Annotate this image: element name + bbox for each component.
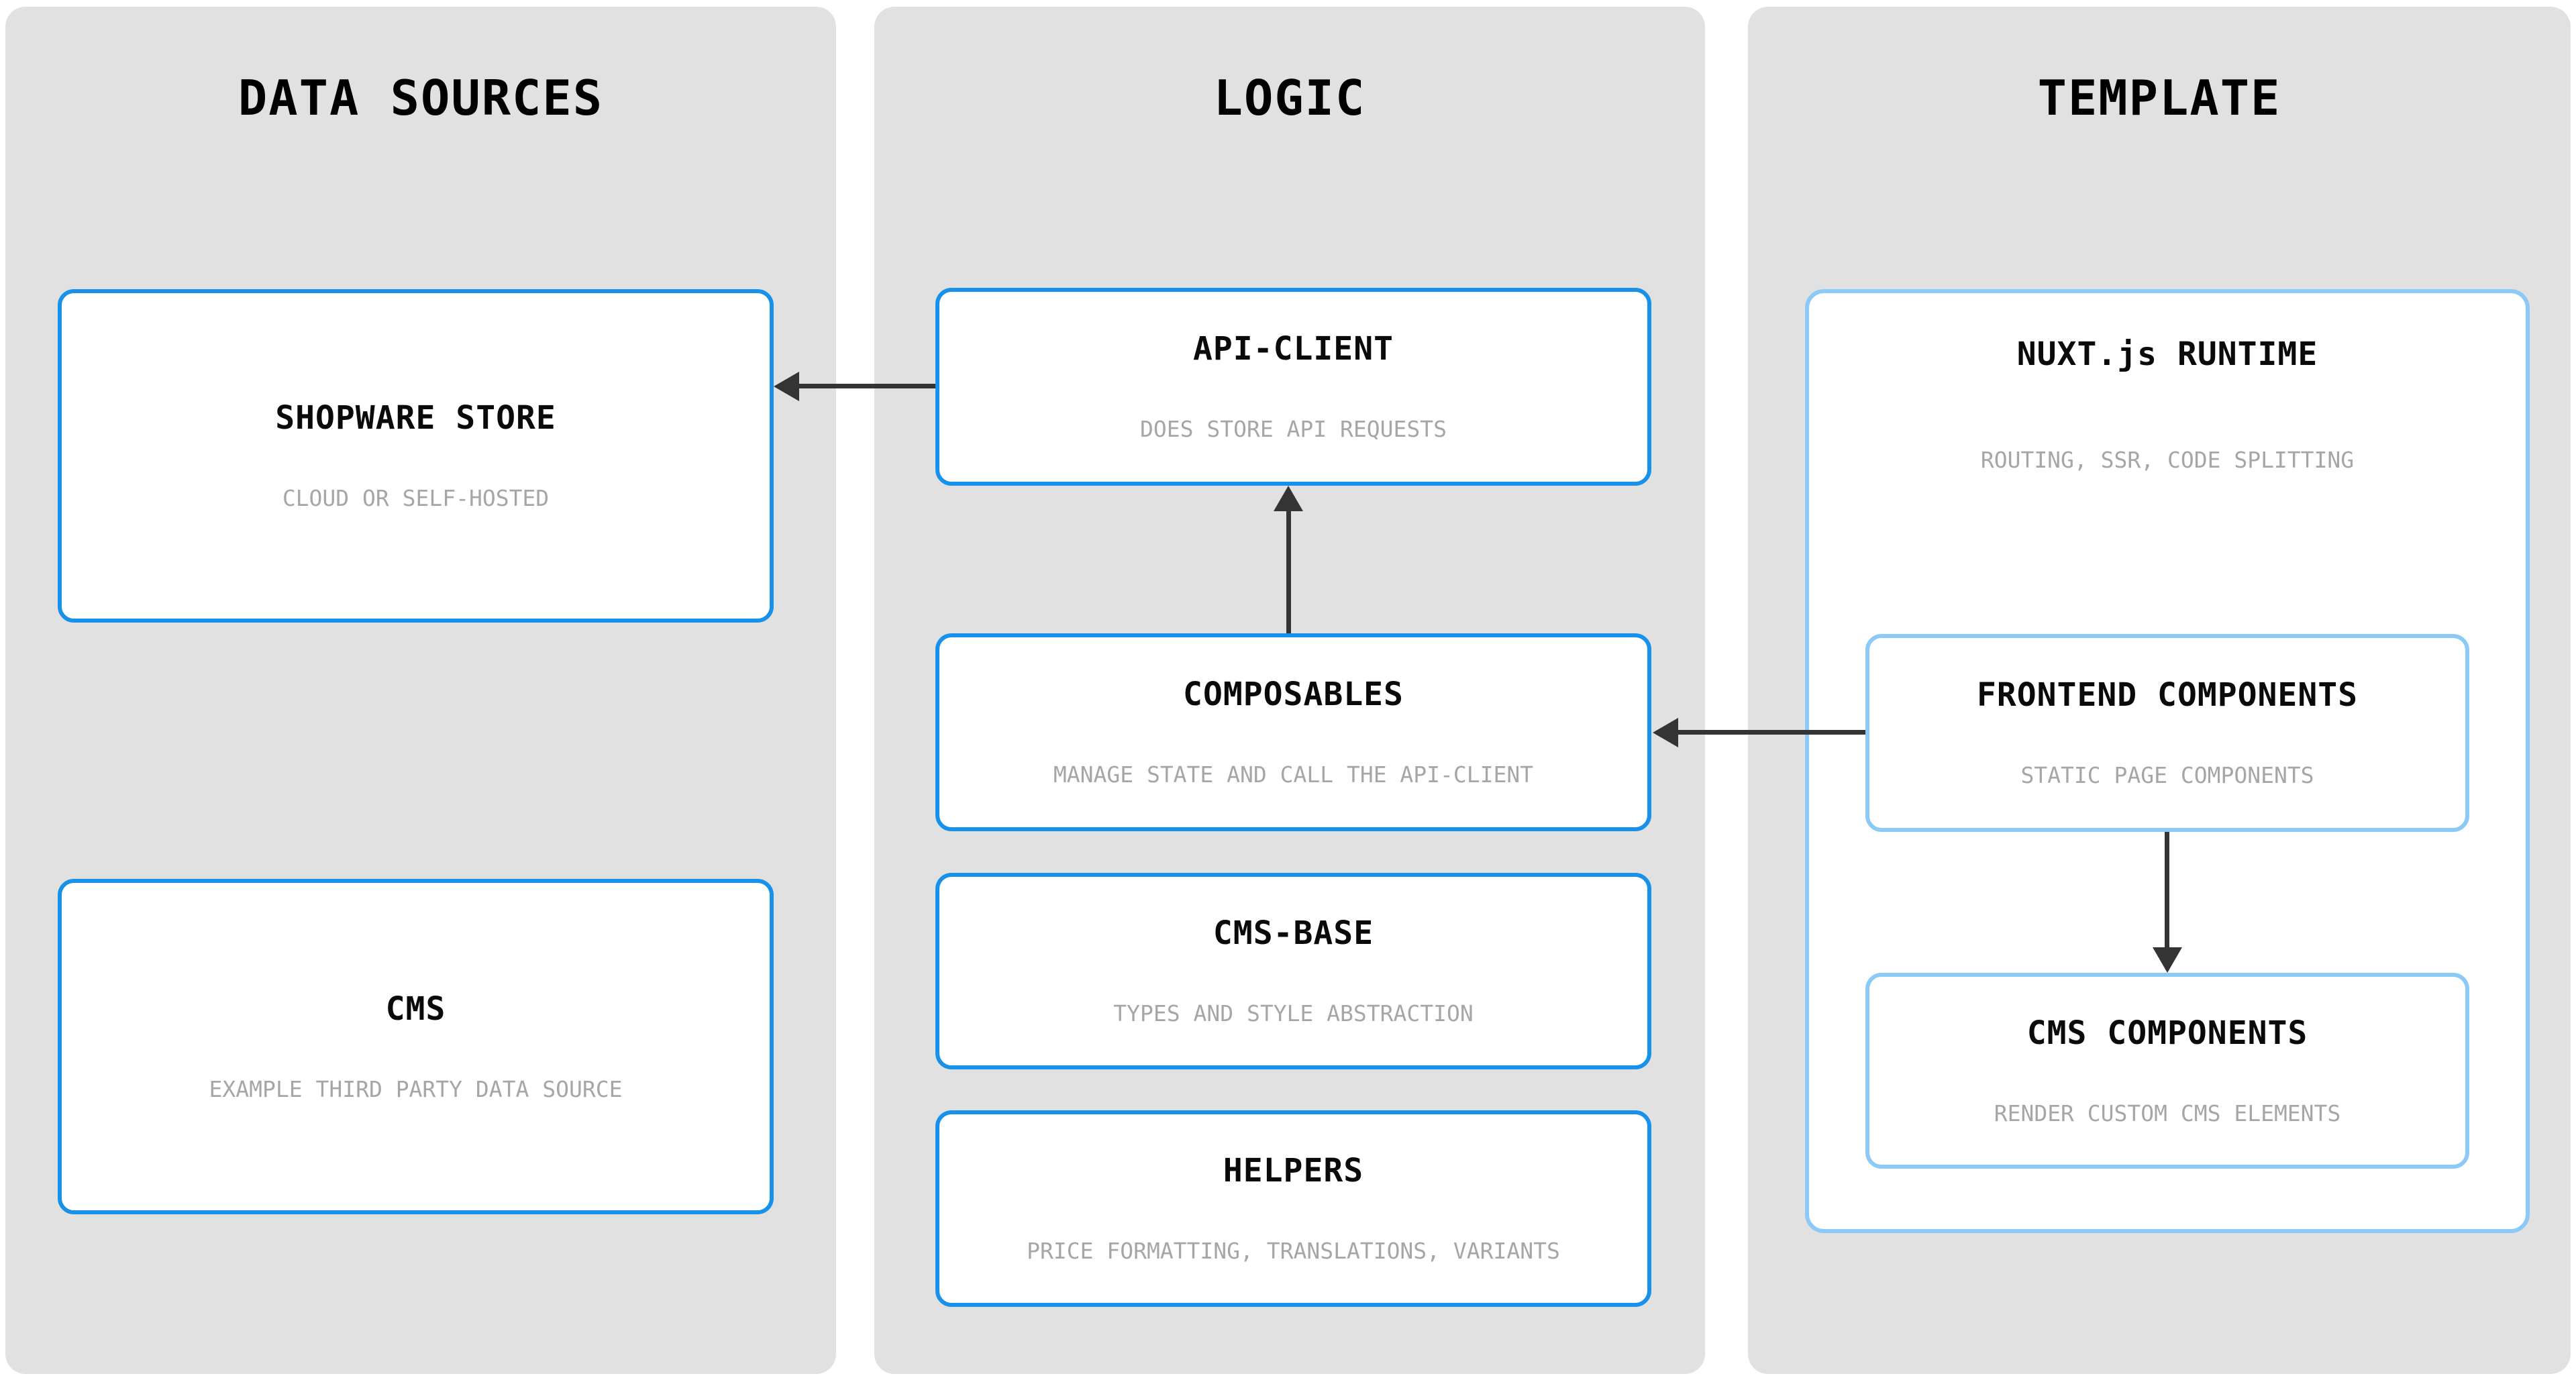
node-helpers: HELPERS PRICE FORMATTING, TRANSLATIONS, … (935, 1110, 1651, 1307)
arrow-line (1678, 730, 1865, 735)
node-title: NUXT.js RUNTIME (2016, 335, 2318, 373)
node-cms-components: CMS COMPONENTS RENDER CUSTOM CMS ELEMENT… (1865, 973, 2469, 1169)
node-api-client: API-CLIENT DOES STORE API REQUESTS (935, 288, 1651, 486)
node-subtitle: EXAMPLE THIRD PARTY DATA SOURCE (209, 1075, 623, 1102)
arrowhead-icon (1653, 718, 1678, 747)
node-title: CMS-BASE (1213, 914, 1374, 953)
node-title: SHOPWARE STORE (275, 399, 556, 437)
node-title: HELPERS (1223, 1152, 1364, 1190)
arrowhead-icon (2153, 947, 2182, 973)
arrow-line (799, 384, 935, 388)
node-subtitle: PRICE FORMATTING, TRANSLATIONS, VARIANTS (1027, 1238, 1560, 1265)
node-title: COMPOSABLES (1183, 676, 1404, 714)
node-subtitle: MANAGE STATE AND CALL THE API-CLIENT (1053, 761, 1534, 788)
node-subtitle: ROUTING, SSR, CODE SPLITTING (1980, 447, 2355, 474)
node-composables: COMPOSABLES MANAGE STATE AND CALL THE AP… (935, 633, 1651, 831)
node-subtitle: CLOUD OR SELF-HOSTED (282, 485, 550, 512)
node-subtitle: RENDER CUSTOM CMS ELEMENTS (1994, 1100, 2341, 1126)
arrowhead-icon (774, 372, 799, 401)
node-cms-base: CMS-BASE TYPES AND STYLE ABSTRACTION (935, 873, 1651, 1069)
column-title-data-sources: DATA SOURCES (238, 70, 604, 126)
node-shopware-store: SHOPWARE STORE CLOUD OR SELF-HOSTED (58, 289, 774, 623)
column-title-template: TEMPLATE (2037, 70, 2281, 126)
node-title: CMS (385, 990, 446, 1028)
node-cms: CMS EXAMPLE THIRD PARTY DATA SOURCE (58, 879, 774, 1214)
node-title: API-CLIENT (1193, 330, 1394, 368)
arrow-line (2165, 832, 2169, 947)
arrowhead-icon (1274, 486, 1303, 511)
node-frontend-components: FRONTEND COMPONENTS STATIC PAGE COMPONEN… (1865, 634, 2469, 832)
column-title-logic: LOGIC (1213, 70, 1366, 126)
node-title: FRONTEND COMPONENTS (1976, 676, 2359, 714)
node-subtitle: TYPES AND STYLE ABSTRACTION (1113, 1000, 1474, 1027)
arrow-line (1286, 511, 1291, 633)
node-subtitle: STATIC PAGE COMPONENTS (2020, 762, 2314, 789)
node-title: CMS COMPONENTS (2026, 1014, 2308, 1052)
node-subtitle: DOES STORE API REQUESTS (1140, 416, 1447, 443)
